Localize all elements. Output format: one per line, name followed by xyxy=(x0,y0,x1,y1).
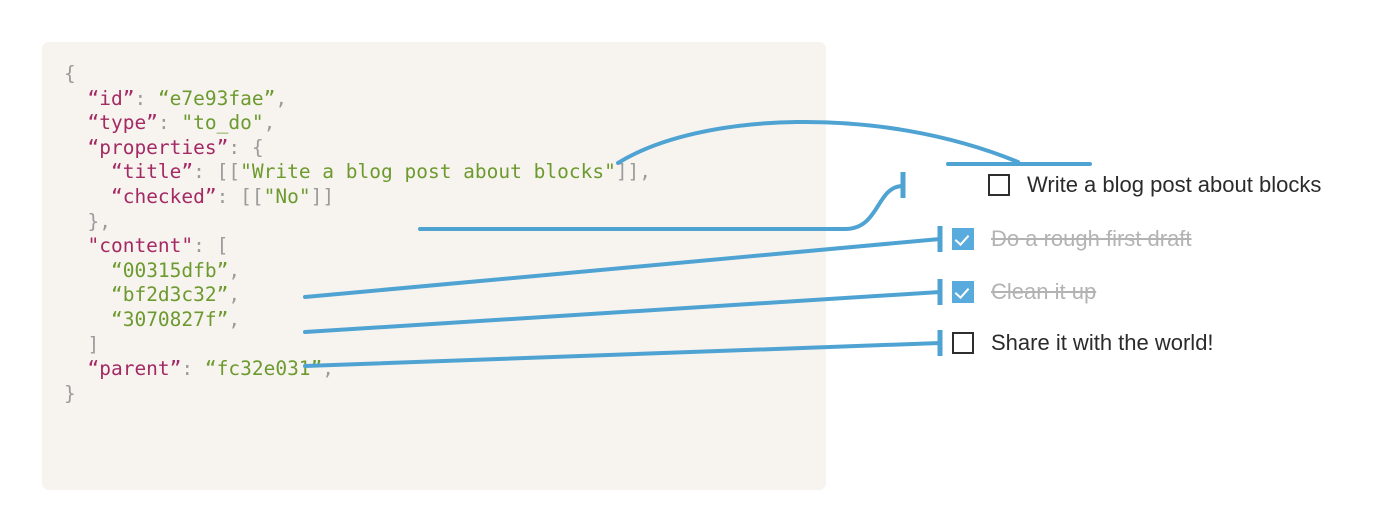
code-token xyxy=(64,136,87,159)
checkbox-unchecked-icon[interactable] xyxy=(988,174,1010,196)
code-token: , xyxy=(228,258,241,282)
code-token: }, xyxy=(64,209,111,233)
code-line-checked-line: “checked”: [["No"]] xyxy=(64,185,651,210)
code-token: “id” xyxy=(87,86,135,110)
code-token: , xyxy=(228,283,241,307)
code-token: ]], xyxy=(615,160,652,184)
code-line-id-line: “id”: “e7e93fae”, xyxy=(64,87,651,112)
code-line-content-0: “00315dfb”, xyxy=(64,259,651,284)
code-token: , xyxy=(263,111,276,135)
code-line-title-line: “title”: [["Write a blog post about bloc… xyxy=(64,160,651,185)
code-line-brace-close: } xyxy=(64,382,651,407)
code-token: , xyxy=(275,86,288,110)
code-token: : { xyxy=(228,135,264,159)
code-token: : [[ xyxy=(193,160,241,184)
code-token: : xyxy=(134,86,158,110)
code-token: "No" xyxy=(263,184,311,208)
checkbox-unchecked-icon[interactable] xyxy=(952,332,974,354)
code-token xyxy=(64,87,87,110)
code-token: “00315dfb” xyxy=(110,258,229,282)
todo-row[interactable]: Write a blog post about blocks xyxy=(988,170,1321,200)
code-token: “checked” xyxy=(110,184,217,208)
code-token: “parent” xyxy=(87,357,182,381)
code-token xyxy=(64,185,111,208)
code-token: “e7e93fae” xyxy=(157,86,276,110)
code-line-brace-open: { xyxy=(64,62,651,87)
code-token: "Write a blog post about blocks" xyxy=(240,160,616,184)
code-line-content-line: "content": [ xyxy=(64,234,651,259)
code-token: , xyxy=(322,357,335,381)
code-token xyxy=(64,160,111,183)
code-token xyxy=(64,283,111,306)
code-token: : xyxy=(157,111,182,135)
code-token xyxy=(64,308,111,331)
code-token: “title” xyxy=(110,160,194,184)
code-token: "to_do" xyxy=(181,111,264,135)
code-line-content-2: “3070827f”, xyxy=(64,308,651,333)
code-line-parent-line: “parent”: “fc32e031”, xyxy=(64,357,651,382)
code-token: : [[ xyxy=(216,184,264,208)
code-token: ]] xyxy=(310,184,335,208)
code-token: “3070827f” xyxy=(110,307,229,331)
code-line-content-close: ] xyxy=(64,333,651,358)
todo-row[interactable]: Do a rough first draft xyxy=(952,224,1192,254)
todo-label: Share it with the world! xyxy=(991,330,1214,355)
todo-row[interactable]: Share it with the world! xyxy=(952,328,1214,358)
todo-row[interactable]: Clean it up xyxy=(952,277,1096,307)
json-code-panel: { “id”: “e7e93fae”, “type”: "to_do", “pr… xyxy=(42,42,826,490)
code-token: “fc32e031” xyxy=(204,357,323,381)
code-token xyxy=(64,259,111,282)
todo-label: Write a blog post about blocks xyxy=(1027,172,1322,197)
code-token: , xyxy=(228,307,241,331)
code-token: { xyxy=(64,62,76,85)
code-token xyxy=(64,234,87,257)
code-token: “type” xyxy=(87,111,158,135)
code-token xyxy=(64,111,87,134)
todo-label: Do a rough first draft xyxy=(991,226,1192,251)
checkbox-checked-icon[interactable] xyxy=(952,281,974,303)
code-line-properties-line: “properties”: { xyxy=(64,136,651,161)
code-line-type-line: “type”: "to_do", xyxy=(64,111,651,136)
code-token: } xyxy=(64,381,76,405)
checkbox-checked-icon[interactable] xyxy=(952,228,974,250)
code-line-content-1: “bf2d3c32”, xyxy=(64,283,651,308)
code-token: “properties” xyxy=(87,135,229,159)
code-token: : [ xyxy=(193,234,229,258)
code-line-properties-close: }, xyxy=(64,210,651,235)
code-token: "content" xyxy=(87,234,194,258)
json-code-block: { “id”: “e7e93fae”, “type”: "to_do", “pr… xyxy=(64,62,651,406)
code-token: : xyxy=(181,357,205,381)
code-token: ] xyxy=(64,332,100,356)
code-token: “bf2d3c32” xyxy=(110,283,229,307)
code-token xyxy=(64,357,87,380)
todo-label: Clean it up xyxy=(991,279,1097,304)
